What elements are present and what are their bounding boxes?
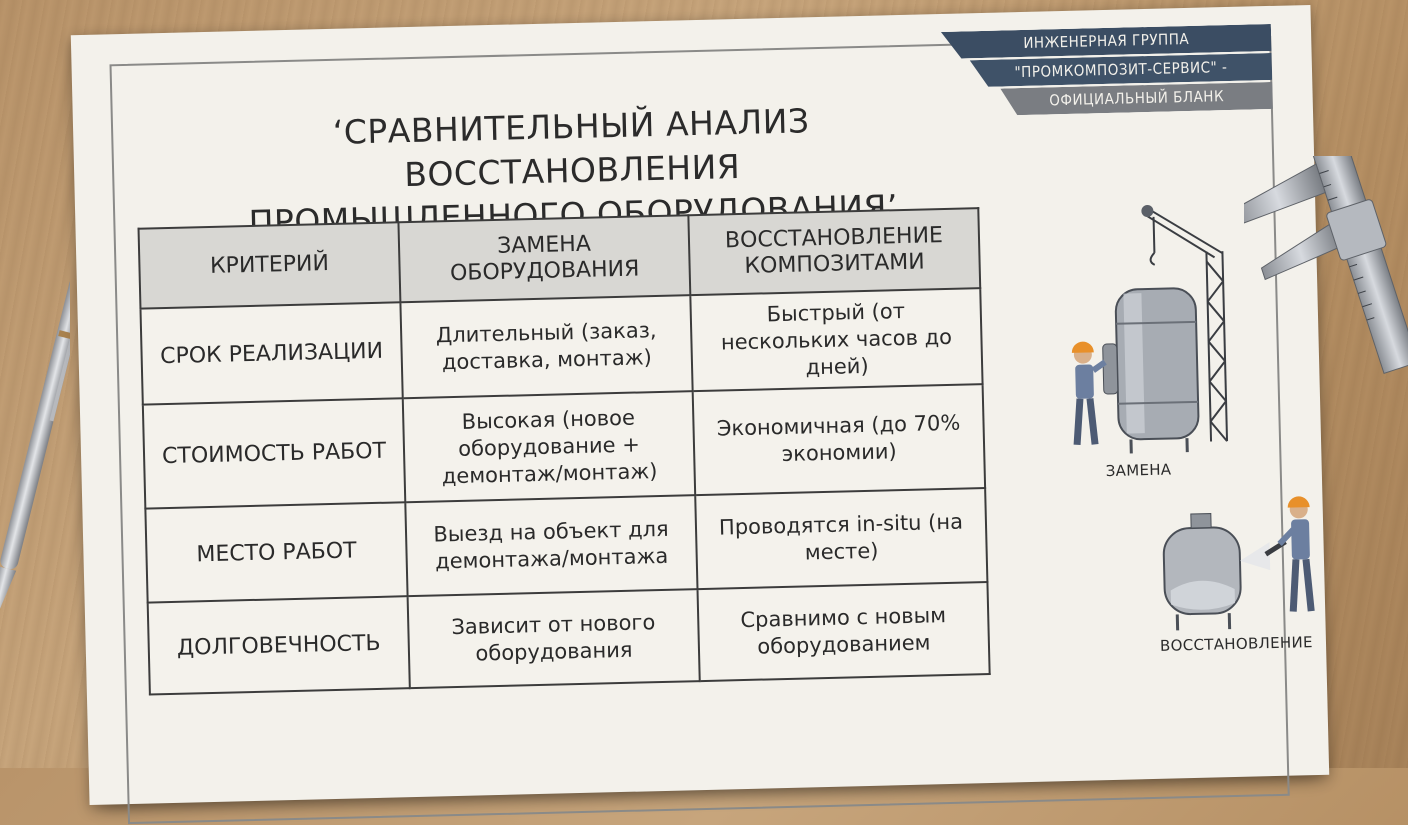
row-replacement-value: Зависит от нового оборудования xyxy=(408,589,700,688)
banner-line-2: "ПРОМКОМПОЗИТ-СЕРВИС" - xyxy=(970,53,1273,87)
table-row: ДОЛГОВЕЧНОСТЬ Зависит от нового оборудов… xyxy=(148,582,990,694)
row-criterion: ДОЛГОВЕЧНОСТЬ xyxy=(148,596,410,694)
header-banner: ИНЖЕНЕРНАЯ ГРУППА "ПРОМКОМПОЗИТ-СЕРВИС" … xyxy=(941,24,1273,119)
pen-icon xyxy=(0,268,70,648)
row-restoration-value: Экономичная (до 70% экономии) xyxy=(693,384,985,495)
row-criterion: СРОК РЕАЛИЗАЦИИ xyxy=(140,302,402,404)
replacement-illustration-icon xyxy=(1035,191,1241,456)
banner-line-3: ОФИЦИАЛЬНЫЙ БЛАНК xyxy=(1000,82,1273,116)
row-restoration-value: Проводятся in-situ (на месте) xyxy=(695,488,987,589)
row-replacement-value: Длительный (заказ, доставка, монтаж) xyxy=(400,295,692,398)
row-criterion: МЕСТО РАБОТ xyxy=(145,502,407,602)
header-restoration: ВОССТАНОВЛЕНИЕ КОМПОЗИТАМИ xyxy=(688,208,980,295)
restoration-label: ВОССТАНОВЛЕНИЕ xyxy=(1160,633,1313,655)
table-row: СТОИМОСТЬ РАБОТ Высокая (новое оборудова… xyxy=(143,384,985,508)
replacement-label: ЗАМЕНА xyxy=(1106,461,1172,481)
document-sheet: ИНЖЕНЕРНАЯ ГРУППА "ПРОМКОМПОЗИТ-СЕРВИС" … xyxy=(71,5,1329,805)
row-restoration-value: Сравнимо с новым оборудованием xyxy=(697,582,989,681)
comparison-table: КРИТЕРИЙ ЗАМЕНА ОБОРУДОВАНИЯ ВОССТАНОВЛЕ… xyxy=(138,207,991,695)
row-replacement-value: Выезд на объект для демонтажа/монтажа xyxy=(405,495,697,596)
caliper-icon xyxy=(1244,156,1408,376)
row-criterion: СТОИМОСТЬ РАБОТ xyxy=(143,398,405,508)
header-criterion: КРИТЕРИЙ xyxy=(139,222,401,308)
banner-line-1: ИНЖЕНЕРНАЯ ГРУППА xyxy=(941,24,1272,59)
row-replacement-value: Высокая (новое оборудование + демонтаж/м… xyxy=(403,391,695,502)
row-restoration-value: Быстрый (от нескольких часов до дней) xyxy=(690,288,982,391)
header-replacement: ЗАМЕНА ОБОРУДОВАНИЯ xyxy=(398,215,690,302)
restoration-illustration-icon xyxy=(1152,479,1326,633)
